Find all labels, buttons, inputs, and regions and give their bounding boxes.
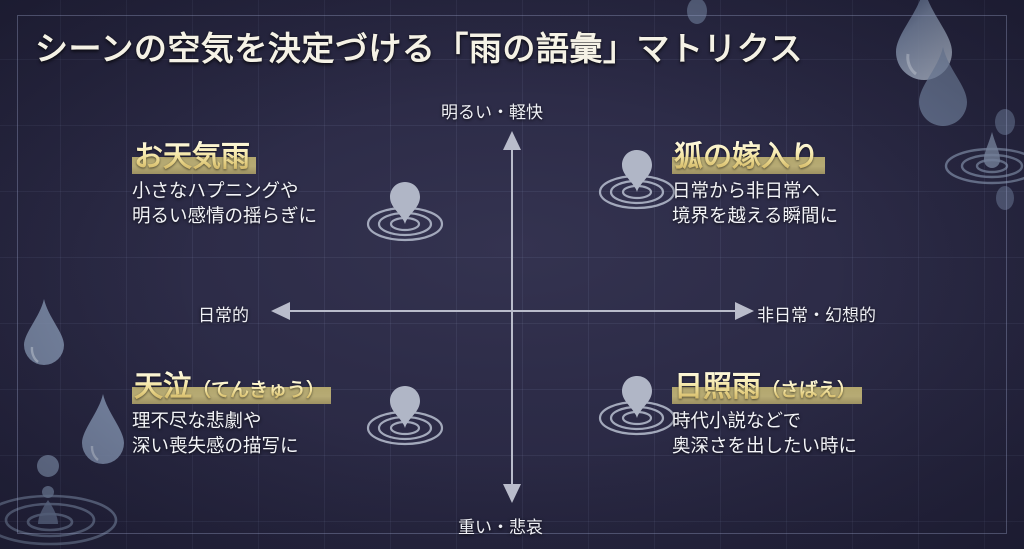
quadrant-description: 時代小説などで 奥深さを出したい時に (672, 409, 858, 456)
axis-arrow-down-icon (503, 484, 521, 503)
quadrant-description: 小さなハプニングや 明るい感情の揺らぎに (132, 179, 318, 226)
gold-highlight-bar (672, 386, 863, 404)
quadrant-description: 日常から非日常へ 境界を越える瞬間に (672, 179, 838, 226)
water-droplet-icon (82, 394, 124, 464)
quadrant-description: 理不尽な悲劇や 深い喪失感の描写に (132, 409, 299, 456)
quadrant-bottom-right: 日照雨（さばえ） 時代小説などで 奥深さを出したい時に (672, 371, 863, 458)
axis-arrow-up-icon (503, 131, 521, 150)
quadrant-top-left: お天気雨 小さなハプニングや 明るい感情の揺らぎに (132, 142, 317, 228)
pin-ripple-icon (366, 182, 444, 242)
horizontal-axis-line (288, 310, 736, 312)
gold-highlight-bar (132, 156, 257, 174)
quadrant-term: 日照雨 (674, 371, 762, 403)
axis-label-top: 明るい・軽快 (441, 103, 543, 122)
quadrant-term-reading: （さばえ） (761, 380, 857, 401)
vertical-axis-line (511, 148, 513, 486)
water-droplet-icon (896, 0, 952, 80)
quadrant-term-heading: 日照雨（さばえ） (672, 371, 863, 404)
water-droplet-icon (995, 109, 1015, 135)
quadrant-bottom-left: 天泣（てんきゅう） 理不尽な悲劇や 深い喪失感の描写に (132, 371, 332, 458)
gold-highlight-bar (132, 386, 332, 404)
axis-label-left: 日常的 (198, 306, 249, 325)
quadrant-term-reading: （てんきゅう） (192, 380, 326, 401)
axis-arrow-left-icon (271, 302, 290, 320)
pin-ripple-icon (598, 376, 676, 436)
quadrant-term: 狐の嫁入り (674, 141, 820, 173)
quadrant-term-heading: 天泣（てんきゅう） (132, 371, 332, 404)
axis-arrow-right-icon (735, 302, 754, 320)
axis-label-right: 非日常・幻想的 (757, 306, 876, 325)
water-splash-icon (0, 455, 118, 546)
water-droplet-icon (24, 299, 64, 365)
pin-ripple-icon (598, 150, 676, 210)
quadrant-term-heading: 狐の嫁入り (672, 141, 826, 174)
quadrant-term: お天気雨 (134, 141, 251, 173)
quadrant-top-right: 狐の嫁入り 日常から非日常へ 境界を越える瞬間に (672, 142, 838, 228)
quadrant-term: 天泣 (134, 371, 193, 403)
water-ripple-icon (944, 132, 1024, 185)
pin-ripple-icon (366, 386, 444, 446)
page-title: シーンの空気を決定づける「雨の語彙」マトリクス (35, 32, 803, 68)
axis-label-bottom: 重い・悲哀 (458, 518, 543, 537)
gold-highlight-bar (672, 156, 826, 174)
water-droplet-icon (996, 186, 1014, 210)
quadrant-term-heading: お天気雨 (132, 141, 257, 174)
water-droplet-icon (919, 47, 967, 126)
